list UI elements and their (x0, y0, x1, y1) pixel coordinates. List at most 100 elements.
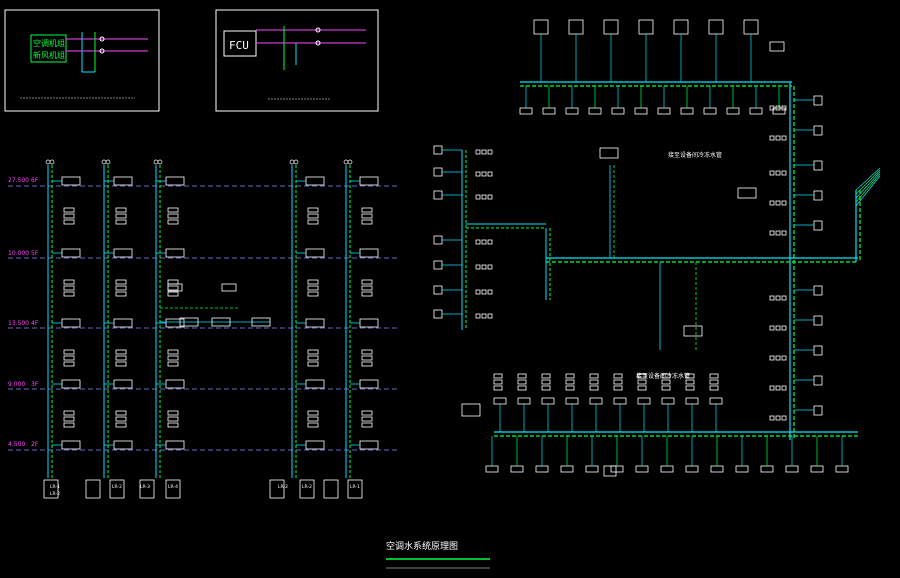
branch-pipe (855, 171, 881, 199)
valve-group (115, 291, 127, 297)
air-vent-icon (343, 159, 349, 165)
valve-group (361, 410, 373, 416)
fan-coil-unit (785, 465, 799, 473)
fan-coil-unit (661, 397, 675, 405)
level-elevation: 9.000 (8, 381, 25, 388)
fan-coil-unit (113, 248, 133, 258)
valve-group (775, 170, 781, 176)
valve-group (603, 19, 619, 35)
valve-group (781, 355, 787, 361)
riser-tag: LR-2 (112, 484, 122, 490)
valve-group (517, 379, 527, 385)
valve-group (541, 379, 551, 385)
valve-group (167, 361, 179, 367)
fan-coil-unit (613, 397, 627, 405)
valve-group (769, 230, 775, 236)
valve-group (775, 325, 781, 331)
valve-group (481, 171, 487, 177)
fan-coil-unit (749, 107, 763, 115)
fan-coil-unit (493, 397, 507, 405)
valve-group (167, 291, 179, 297)
fan-coil-unit (813, 375, 823, 386)
riser-tag-box (109, 479, 125, 499)
riser-tag-box (85, 479, 101, 499)
fan-coil-unit (211, 317, 231, 327)
fan-coil-unit (519, 107, 533, 115)
air-vent-icon (101, 159, 107, 165)
fan-coil-unit (588, 107, 602, 115)
valve-group (775, 385, 781, 391)
fan-coil-unit (113, 379, 133, 389)
valve-group (307, 213, 319, 219)
riser-tag-box (43, 479, 59, 499)
riser-tag: LR-1 (50, 484, 60, 490)
fan-coil-unit (813, 220, 823, 231)
fan-coil-unit (179, 317, 199, 327)
level-label-2: 13.500 4F (8, 320, 39, 327)
valve-group (487, 239, 493, 245)
fan-coil-unit (560, 465, 574, 473)
valve-group (487, 289, 493, 295)
valve-group (781, 325, 787, 331)
fan-coil-unit (113, 440, 133, 450)
fan-coil-unit (603, 465, 617, 477)
fan-coil-unit (61, 379, 81, 389)
valve-group (115, 285, 127, 291)
fan-coil-unit (359, 248, 379, 258)
valve-group (487, 264, 493, 270)
valve-group (781, 170, 787, 176)
fan-coil-unit (433, 309, 443, 319)
fan-coil-unit (433, 285, 443, 295)
valve-group (565, 385, 575, 391)
valve-group (307, 279, 319, 285)
fan-coil-unit (810, 465, 824, 473)
fcu-legend-frame: FCU (215, 9, 379, 112)
fan-coil-unit (660, 465, 674, 473)
fan-coil-unit (710, 465, 724, 473)
fan-coil-unit (305, 248, 325, 258)
valve-group (361, 355, 373, 361)
valve-group (307, 207, 319, 213)
valve-group (167, 285, 179, 291)
valve-group (613, 373, 623, 379)
valve-group (673, 19, 689, 35)
valve-group (685, 379, 695, 385)
valve-group (115, 410, 127, 416)
valve-group (781, 105, 787, 111)
valve-group (475, 194, 481, 200)
valve-group (769, 385, 775, 391)
valve-group (781, 135, 787, 141)
valve-group (568, 19, 584, 35)
valve-group (517, 385, 527, 391)
valve-group (475, 264, 481, 270)
level-label-3: 9.000 3F (8, 381, 39, 388)
plan-pipe-network (433, 19, 881, 477)
branch-pipe (855, 173, 881, 203)
valve-group (221, 283, 237, 292)
valve-group (541, 385, 551, 391)
valve-group (361, 291, 373, 297)
valve-group (475, 313, 481, 319)
riser-tag-box (323, 479, 339, 499)
valve-group (115, 422, 127, 428)
ahu-legend-frame: 空调机组 新风机组 (4, 9, 160, 112)
air-vent-icon (105, 159, 111, 165)
valve-group (307, 355, 319, 361)
valve-group (307, 410, 319, 416)
plan-note-lower: 接至设备间冷冻水管 (636, 372, 690, 380)
fan-coil-unit (599, 147, 619, 159)
valve-group (167, 410, 179, 416)
valve-group (115, 279, 127, 285)
fan-coil-unit (461, 403, 481, 417)
fan-coil-unit (813, 315, 823, 326)
fan-coil-unit (485, 465, 499, 473)
valve-group (115, 207, 127, 213)
valve-group (307, 285, 319, 291)
valve-group (475, 171, 481, 177)
fan-coil-unit (433, 145, 443, 155)
valve-group (769, 200, 775, 206)
fan-coil-unit (769, 41, 785, 52)
fan-coil-unit (61, 440, 81, 450)
valve-group (781, 415, 787, 421)
ahu-label-line1: 空调机组 (33, 38, 65, 48)
